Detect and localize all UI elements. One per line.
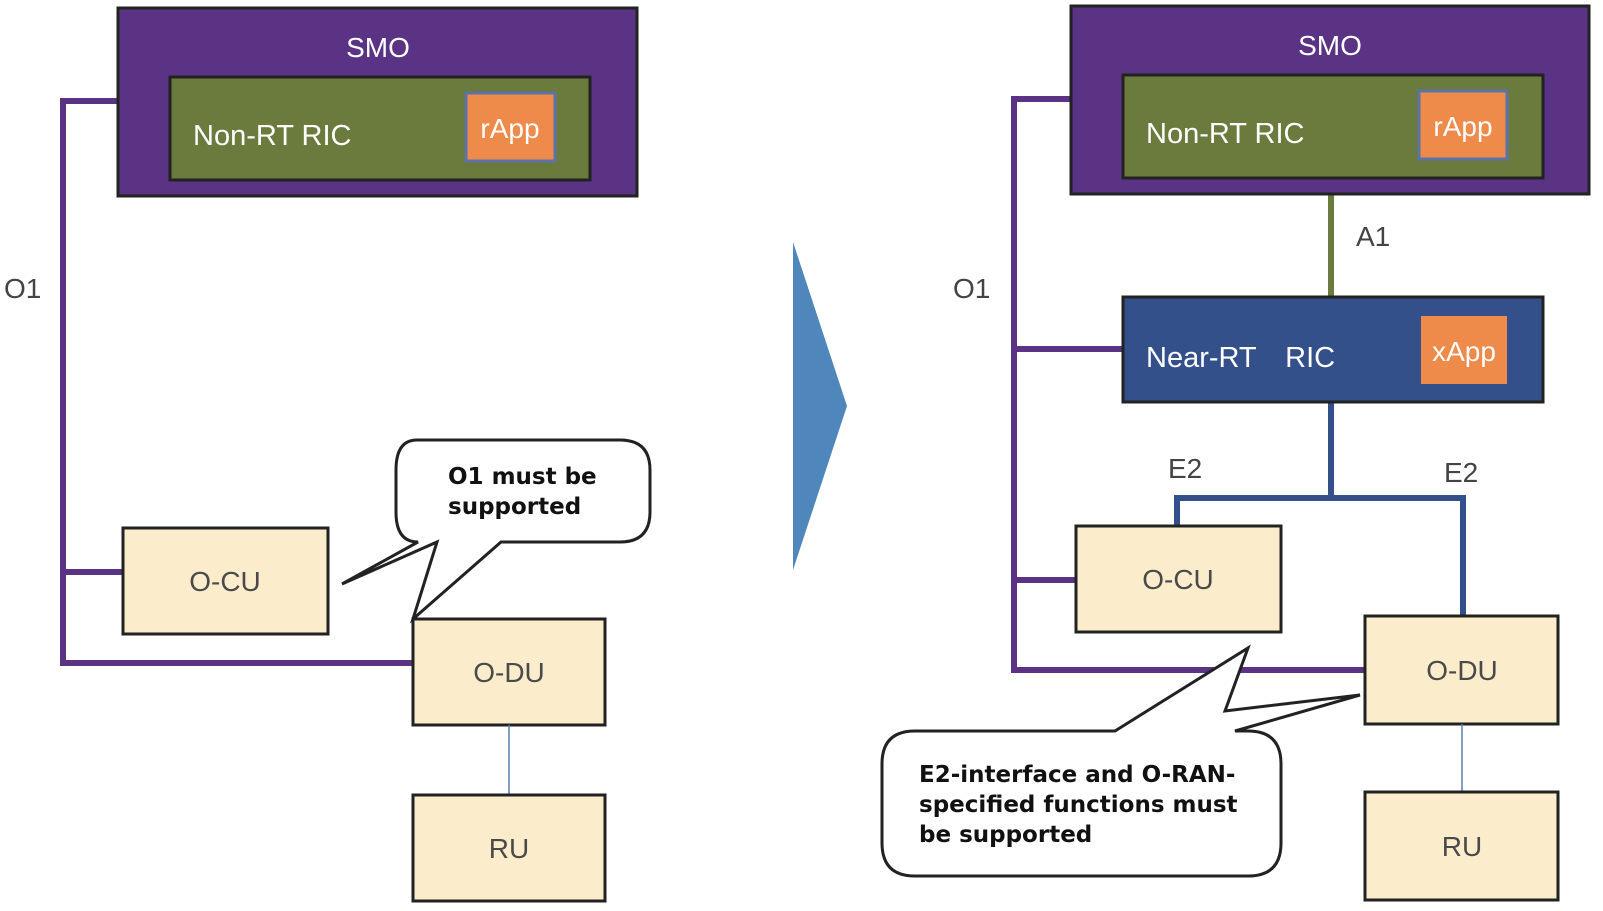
xapp-label: xApp: [1432, 336, 1496, 367]
right-panel: O1 A1 E2 E2 SMO Non-RT RIC rApp Near-RT …: [880, 4, 1591, 902]
near-rt-ric-label: Near-RT RIC: [1146, 342, 1335, 374]
right-callout-bubble: [880, 644, 1361, 878]
left-rapp-label: rApp: [480, 113, 539, 144]
left-o-du-box: [411, 617, 607, 727]
left-o1-label: O1: [4, 273, 41, 304]
e2-left-label: E2: [1168, 453, 1202, 484]
right-o-cu-label: O-CU: [1142, 564, 1214, 595]
right-smo-label: SMO: [1298, 30, 1362, 61]
left-callout-line-2: supported: [448, 494, 581, 520]
left-o-cu-box: [121, 526, 330, 636]
e2-links: [1174, 402, 1466, 616]
right-ru-label: RU: [1442, 831, 1482, 862]
right-ru-box: [1363, 790, 1560, 902]
left-rapp-box: [464, 91, 557, 163]
left-ru-box: [411, 793, 607, 903]
a1-label: A1: [1356, 221, 1390, 252]
right-o-du-box: [1363, 614, 1560, 726]
left-callout-bubble: [341, 438, 652, 624]
right-o-du-label: O-DU: [1426, 655, 1498, 686]
right-o1-label: O1: [953, 273, 990, 304]
left-o1-lines: [60, 98, 413, 666]
right-rapp-label: rApp: [1433, 111, 1492, 142]
xapp-box: [1421, 316, 1507, 384]
right-o-cu-box: [1074, 524, 1283, 634]
right-o1-lines: [1011, 96, 1365, 673]
e2-right-label: E2: [1444, 457, 1478, 488]
left-callout-line-1: O1 must be: [448, 464, 597, 490]
right-callout-line-2: specified functions must: [919, 792, 1238, 818]
left-panel: O1 SMO Non-RT RIC rApp O-CU O-DU RU O1 m…: [4, 6, 652, 903]
right-callout-line-1: E2-interface and O-RAN-: [919, 762, 1235, 788]
left-smo-label: SMO: [346, 32, 410, 63]
left-non-rt-ric-label: Non-RT RIC: [193, 120, 351, 152]
right-callout-line-3: be supported: [919, 822, 1092, 848]
right-triangle-arrow-icon: [793, 242, 847, 570]
right-non-rt-ric-label: Non-RT RIC: [1146, 118, 1304, 150]
right-rapp-box: [1417, 89, 1509, 161]
left-ru-label: RU: [489, 833, 529, 864]
left-o-cu-label: O-CU: [189, 566, 261, 597]
left-o-du-label: O-DU: [473, 657, 545, 688]
